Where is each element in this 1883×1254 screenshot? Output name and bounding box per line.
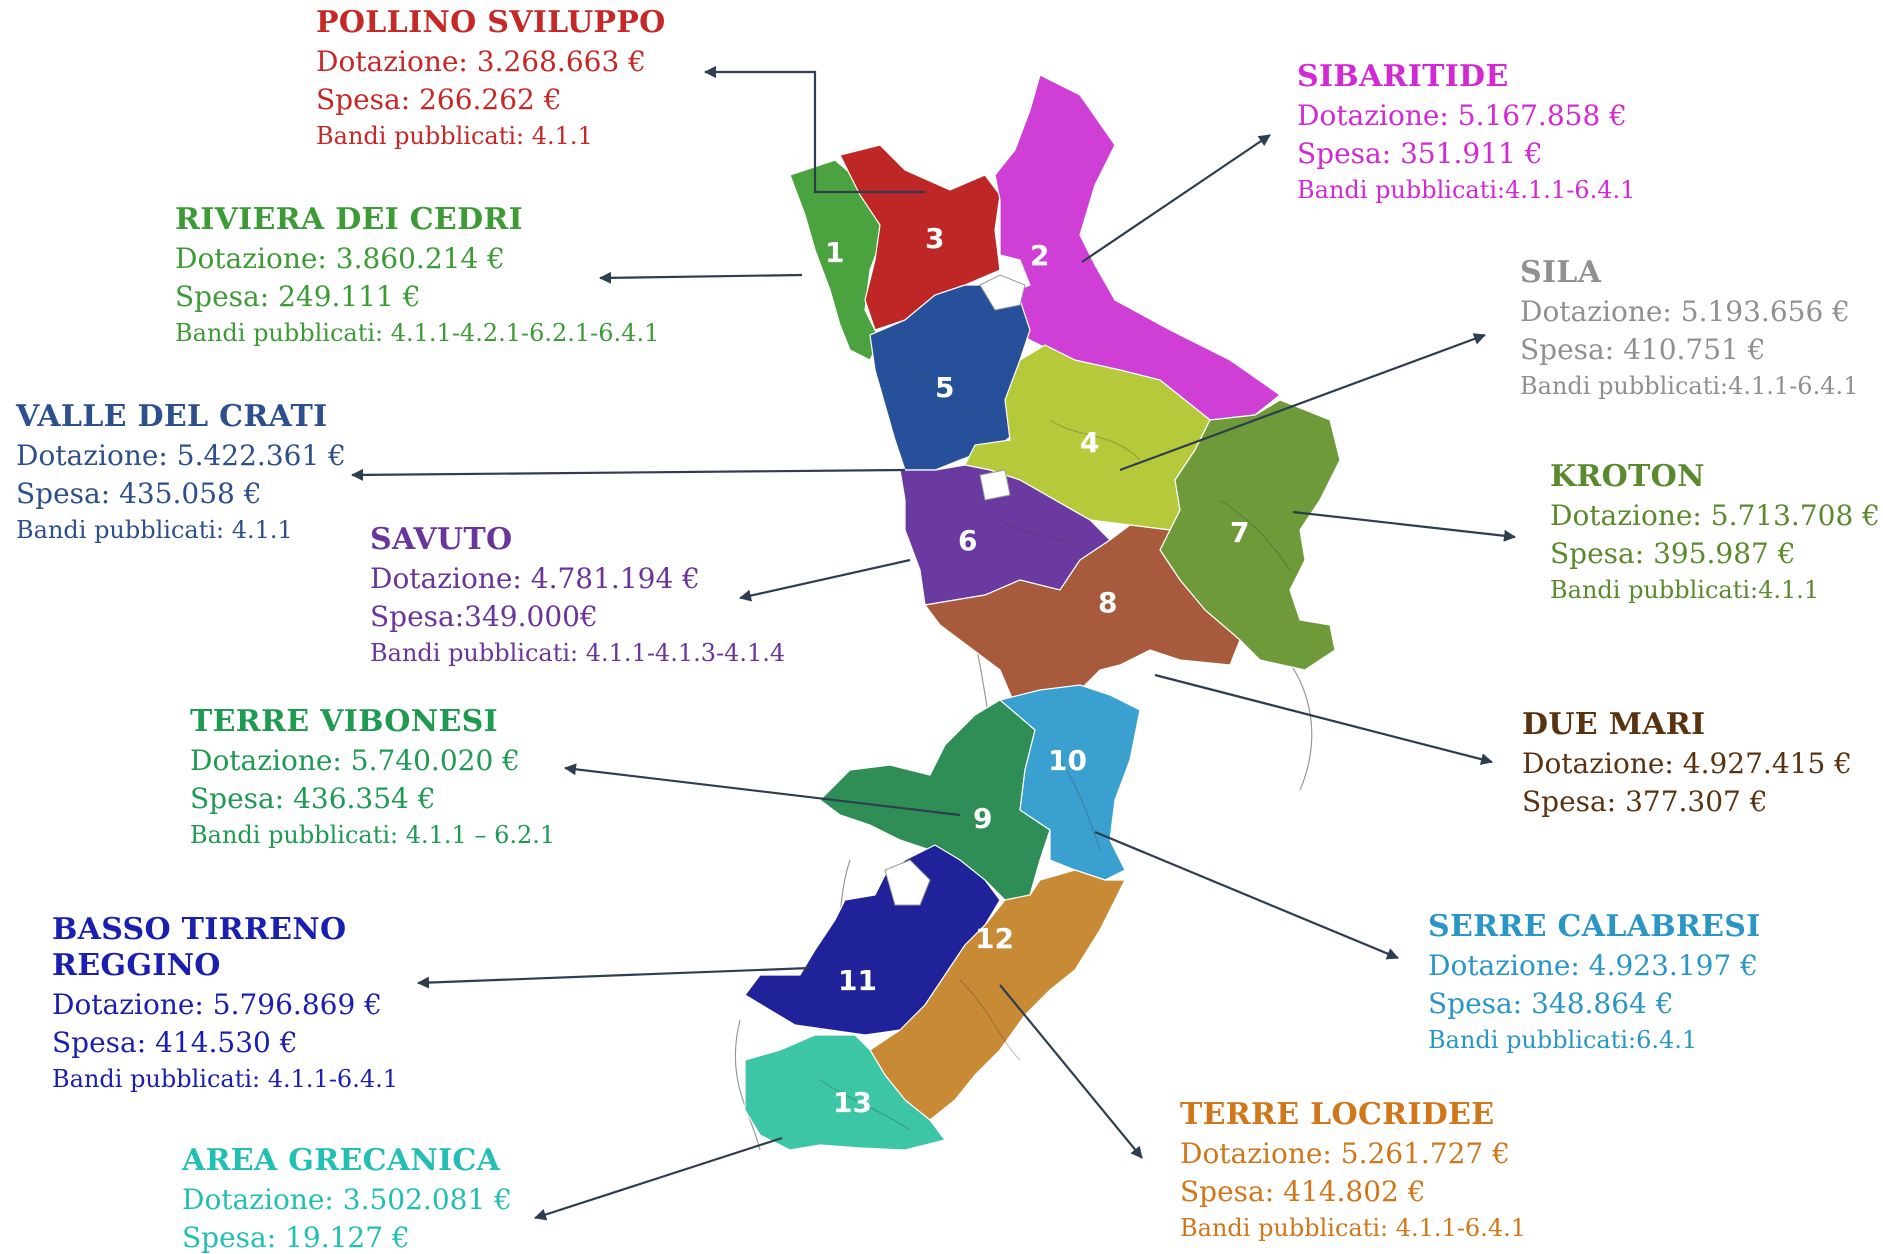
area-name: SILA: [1520, 255, 1602, 290]
arrow-savuto: [739, 558, 911, 602]
arrow-riviera: [599, 271, 803, 284]
label-area-grecanica: AREA GRECANICA Dotazione: 3.502.081 € Sp…: [182, 1146, 512, 1252]
area-spesa: Spesa: 351.911 €: [1297, 137, 1543, 170]
region-area-grecanica[interactable]: [744, 1034, 947, 1151]
area-name: AREA GRECANICA: [182, 1143, 501, 1178]
region-number-5: 5: [935, 371, 954, 404]
region-number-10: 10: [1048, 744, 1087, 777]
arrow-kroton: [1292, 510, 1516, 542]
municipality-borders: [819, 359, 1291, 1131]
area-dotazione: Dotazione: 5.713.708 €: [1550, 499, 1880, 532]
label-terre-locridee: TERRE LOCRIDEE Dotazione: 5.261.727 € Sp…: [1180, 1097, 1526, 1242]
region-number-11: 11: [838, 964, 877, 997]
area-spesa: Spesa:349.000€: [370, 600, 598, 633]
arrow-pollino: [704, 66, 925, 194]
area-dotazione: Dotazione: 4.923.197 €: [1428, 949, 1758, 982]
area-spesa: Spesa: 266.262 €: [316, 83, 562, 116]
area-bandi: Bandi pubblicati: 4.1.1-6.4.1: [52, 1065, 398, 1093]
label-sibaritide: SIBARITIDE Dotazione: 5.167.858 € Spesa:…: [1297, 59, 1636, 204]
area-spesa: Spesa: 348.864 €: [1428, 987, 1674, 1020]
label-riviera-dei-cedri: RIVIERA DEI CEDRI Dotazione: 3.860.214 €…: [175, 202, 660, 347]
region-number-8: 8: [1098, 586, 1117, 619]
arrow-sila: [1119, 333, 1486, 472]
arrow-due-mari: [1154, 673, 1493, 766]
region-number-7: 7: [1230, 516, 1249, 549]
area-spesa: Spesa: 377.307 €: [1522, 785, 1768, 818]
area-name: TERRE LOCRIDEE: [1180, 1097, 1495, 1132]
area-bandi: Bandi pubblicati:4.1.1: [1550, 576, 1820, 604]
arrow-serre: [1094, 830, 1399, 960]
region-serre-calabresi[interactable]: [998, 684, 1141, 881]
area-dotazione: Dotazione: 4.781.194 €: [370, 562, 700, 595]
area-spesa: Spesa: 410.751 €: [1520, 333, 1766, 366]
area-spesa: Spesa: 435.058 €: [16, 477, 262, 510]
area-dotazione: Dotazione: 3.268.663 €: [316, 45, 646, 78]
area-bandi: Bandi pubblicati: 4.1.1-4.1.3-4.1.4: [370, 639, 786, 667]
area-dotazione: Dotazione: 3.860.214 €: [175, 242, 505, 275]
arrow-basso: [417, 966, 811, 989]
region-kroton[interactable]: [1159, 399, 1341, 671]
area-bandi: Bandi pubblicati: 4.1.1 – 6.2.1: [190, 821, 556, 849]
arrow-vibonesi: [564, 763, 961, 817]
label-valle-del-crati: VALLE DEL CRATI Dotazione: 5.422.361 € S…: [16, 399, 346, 544]
label-pollino-sviluppo: POLLINO SVILUPPO Dotazione: 3.268.663 € …: [316, 5, 666, 150]
area-bandi: Bandi pubblicati: 4.1.1-6.4.1: [1180, 1214, 1526, 1242]
arrow-grecanica: [534, 1136, 783, 1221]
area-spesa: Spesa: 249.111 €: [175, 280, 421, 313]
area-dotazione: Dotazione: 3.502.081 €: [182, 1183, 512, 1216]
area-spesa: Spesa: 414.802 €: [1180, 1175, 1426, 1208]
area-name: KROTON: [1550, 459, 1705, 494]
area-name: TERRE VIBONESI: [190, 704, 498, 739]
leader-arrows: [351, 66, 1516, 1221]
white-enclaves: [884, 274, 1026, 906]
area-name: VALLE DEL CRATI: [16, 399, 328, 434]
region-number-2: 2: [1030, 239, 1049, 272]
area-name: RIVIERA DEI CEDRI: [175, 202, 523, 237]
region-number-13: 13: [833, 1086, 872, 1119]
region-number-9: 9: [973, 802, 992, 835]
label-terre-vibonesi: TERRE VIBONESI Dotazione: 5.740.020 € Sp…: [190, 704, 556, 849]
area-name-line1: BASSO TIRRENO: [52, 912, 347, 947]
area-dotazione: Dotazione: 5.740.020 €: [190, 744, 520, 777]
area-bandi: Bandi pubblicati: 4.1.1: [16, 516, 293, 544]
region-number-1: 1: [825, 236, 844, 269]
area-name: POLLINO SVILUPPO: [316, 5, 666, 40]
area-bandi: Bandi pubblicati:6.4.1: [1428, 1026, 1698, 1054]
area-spesa: Spesa: 436.354 €: [190, 782, 436, 815]
label-kroton: KROTON Dotazione: 5.713.708 € Spesa: 395…: [1550, 459, 1880, 604]
region-number-12: 12: [975, 922, 1014, 955]
area-name: DUE MARI: [1522, 707, 1706, 742]
area-spesa: Spesa: 395.987 €: [1550, 537, 1796, 570]
region-numbers: 1 3 2 5 4 6 7 8 10 9 12 11 13: [825, 222, 1249, 1119]
label-due-mari: DUE MARI Dotazione: 4.927.415 € Spesa: 3…: [1522, 710, 1852, 816]
label-basso-tirreno-reggino: BASSO TIRRENO REGGINO Dotazione: 5.796.8…: [52, 912, 398, 1093]
region-number-3: 3: [925, 222, 944, 255]
area-bandi: Bandi pubblicati: 4.1.1: [316, 122, 593, 150]
area-bandi: Bandi pubblicati:4.1.1-6.4.1: [1297, 176, 1636, 204]
area-dotazione: Dotazione: 5.422.361 €: [16, 439, 346, 472]
area-name: SAVUTO: [370, 522, 513, 557]
region-number-4: 4: [1080, 426, 1099, 459]
area-name: SIBARITIDE: [1297, 59, 1509, 94]
label-sila: SILA Dotazione: 5.193.656 € Spesa: 410.7…: [1520, 255, 1859, 400]
arrow-valle: [351, 468, 906, 481]
region-number-6: 6: [958, 524, 977, 557]
area-name: SERRE CALABRESI: [1428, 909, 1761, 944]
area-dotazione: Dotazione: 5.193.656 €: [1520, 295, 1850, 328]
region-terre-locridee[interactable]: [869, 869, 1126, 1121]
area-spesa: Spesa: 19.127 €: [182, 1221, 410, 1254]
area-dotazione: Dotazione: 5.796.869 €: [52, 988, 382, 1021]
arrow-locridee: [999, 984, 1143, 1159]
area-bandi: Bandi pubblicati:4.1.1-6.4.1: [1520, 372, 1859, 400]
arrow-sibaritide: [1081, 134, 1271, 263]
area-bandi: Bandi pubblicati: 4.1.1-4.2.1-6.2.1-6.4.…: [175, 319, 660, 347]
area-dotazione: Dotazione: 4.927.415 €: [1522, 747, 1852, 780]
label-savuto: SAVUTO Dotazione: 4.781.194 € Spesa:349.…: [370, 522, 786, 667]
label-serre-calabresi: SERRE CALABRESI Dotazione: 4.923.197 € S…: [1428, 909, 1761, 1054]
area-name-line2: REGGINO: [52, 948, 221, 983]
area-spesa: Spesa: 414.530 €: [52, 1026, 298, 1059]
area-dotazione: Dotazione: 5.167.858 €: [1297, 99, 1627, 132]
area-dotazione: Dotazione: 5.261.727 €: [1180, 1137, 1510, 1170]
